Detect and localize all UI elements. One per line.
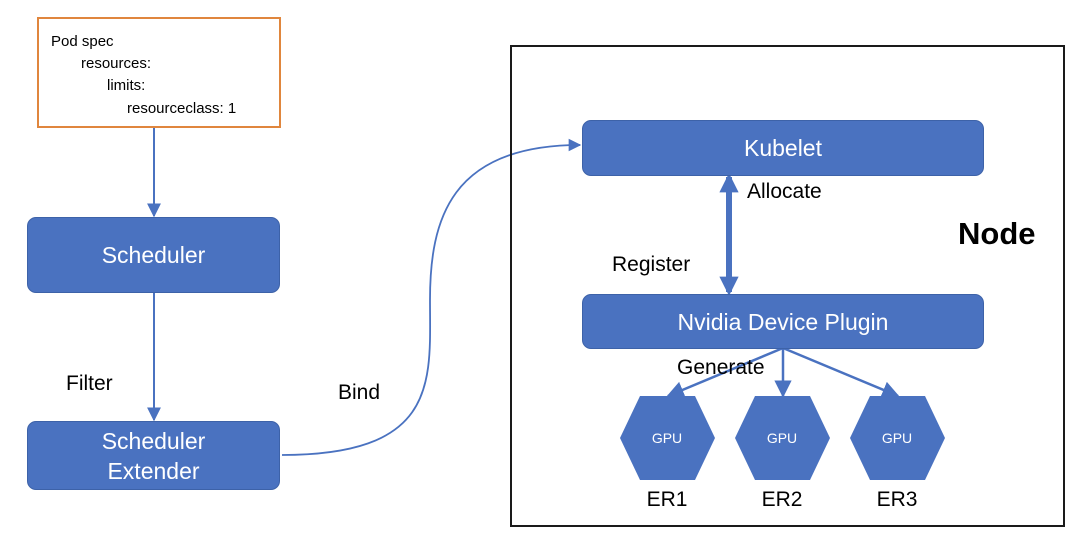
pod-spec-line: resourceclass: 1 (127, 100, 237, 117)
device-plugin-box: Nvidia Device Plugin (582, 294, 984, 349)
node-title: Node (958, 216, 1036, 251)
er2-label: ER2 (761, 488, 803, 511)
gpu-hexagon-er3 (850, 396, 945, 480)
arrow-generate-er1 (666, 346, 784, 399)
scheduler-extender-label-line2: Extender (107, 457, 200, 484)
er3-label: ER3 (876, 488, 918, 511)
pod-spec-line: resources: (81, 55, 152, 72)
pod-spec-line: Pod spec (51, 33, 114, 50)
generate-label: Generate (677, 356, 765, 379)
scheduler-box: Scheduler (27, 217, 280, 293)
kubelet-box: Kubelet (582, 120, 984, 176)
filter-label: Filter (66, 372, 113, 395)
gpu-hexagon-er2 (735, 396, 830, 480)
allocate-label: Allocate (747, 180, 822, 203)
kubelet-label: Kubelet (743, 135, 822, 161)
register-label: Register (612, 253, 691, 276)
gpu-hexagon-er1 (620, 396, 715, 480)
arrow-generate-er3 (782, 346, 900, 399)
scheduler-extender-label-line1: Scheduler (101, 427, 206, 454)
gpu-label-er1: GPU (651, 430, 683, 446)
arrow-bind (281, 138, 582, 456)
er1-label: ER1 (646, 488, 688, 511)
scheduler-extender-box: Scheduler Extender (27, 421, 280, 490)
pod-spec-box: Pod spec resources: limits: resourceclas… (37, 17, 281, 128)
node-frame (510, 45, 1065, 527)
scheduler-label: Scheduler (101, 242, 206, 268)
gpu-label-er2: GPU (766, 430, 798, 446)
pod-spec-line: limits: (107, 77, 146, 94)
bind-label: Bind (338, 381, 381, 404)
device-plugin-label: Nvidia Device Plugin (677, 308, 889, 335)
gpu-label-er3: GPU (881, 430, 913, 446)
